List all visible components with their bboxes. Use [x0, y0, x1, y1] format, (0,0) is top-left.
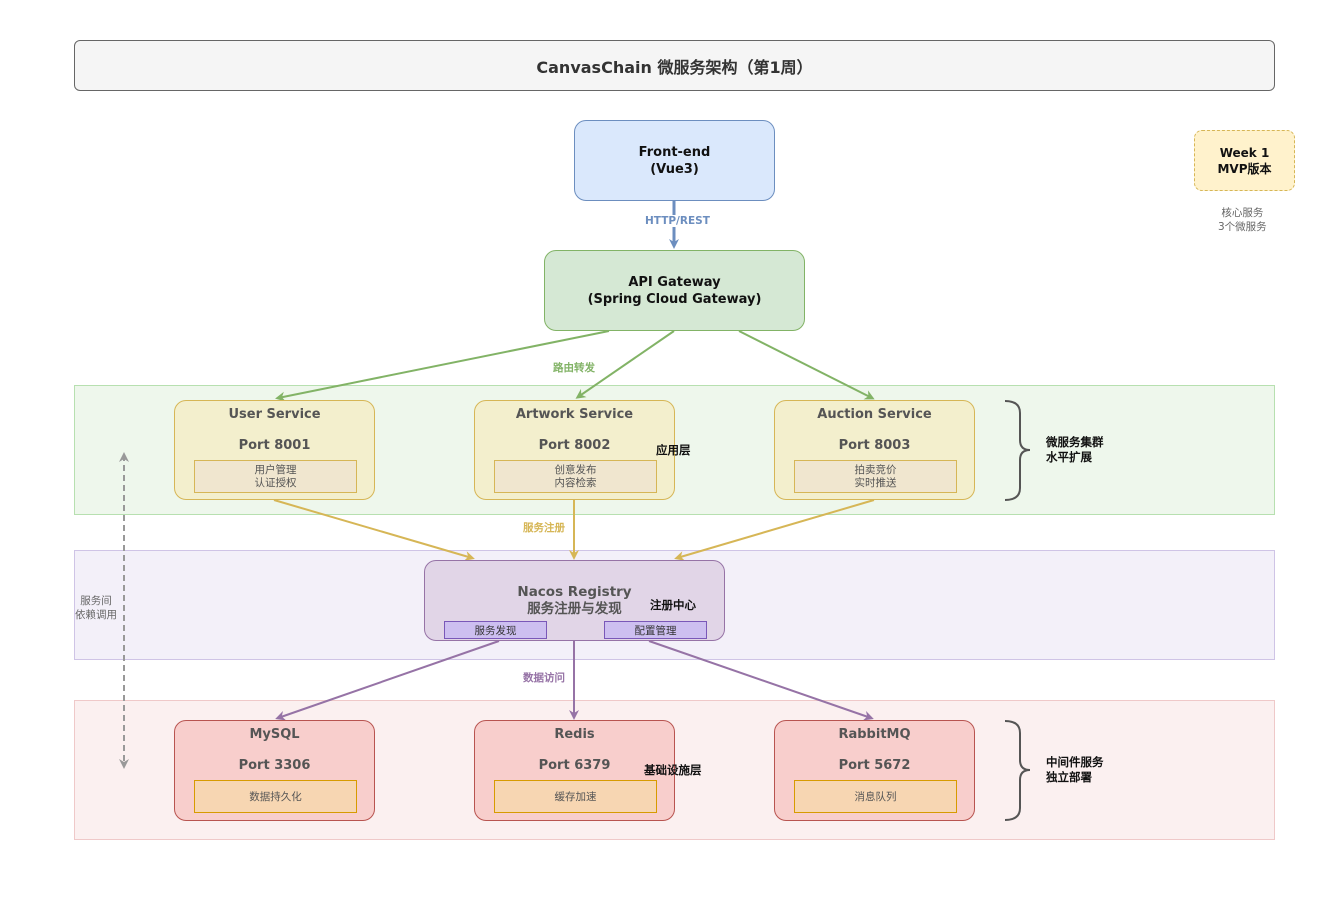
api-gateway-node: API Gateway (Spring Cloud Gateway)	[544, 250, 805, 331]
nacos-title-line2: 服务注册与发现	[527, 601, 622, 617]
dependency-note-line1: 服务间	[80, 595, 112, 607]
infra-desc: 数据持久化	[194, 780, 357, 813]
service-port: Port 8002	[538, 438, 611, 453]
nacos-title-line1: Nacos Registry	[517, 584, 632, 600]
service-desc-line2: 实时推送	[854, 476, 897, 489]
edge-gateway-auction	[738, 330, 875, 400]
diagram-title: CanvasChain 微服务架构（第1周）	[74, 40, 1275, 91]
dependency-note-line2: 依赖调用	[75, 609, 117, 621]
service-desc-line2: 内容检索	[554, 476, 597, 489]
service-desc-line1: 用户管理	[254, 463, 297, 476]
infra-name: Redis	[554, 727, 595, 742]
label-route-forward: 路由转发	[553, 362, 595, 374]
week-note-line2: 3个微服务	[1218, 221, 1267, 233]
service-desc-line2: 认证授权	[254, 476, 297, 489]
edge-nacos-mysql	[275, 640, 500, 721]
infra-layer-label: 基础设施层	[644, 763, 702, 777]
service-port: Port 8001	[238, 438, 311, 453]
edge-auction-nacos	[674, 499, 875, 561]
service-desc-line1: 创意发布	[554, 463, 597, 476]
brace-infra-middleware	[1004, 720, 1031, 821]
service-desc-box: 拍卖竞价 实时推送	[794, 460, 957, 493]
infra-desc: 消息队列	[794, 780, 957, 813]
dependency-note: 服务间 依赖调用	[74, 594, 118, 622]
mysql-node: MySQL Port 3306 数据持久化	[174, 720, 375, 821]
rabbitmq-node: RabbitMQ Port 5672 消息队列	[774, 720, 975, 821]
label-service-register: 服务注册	[523, 522, 565, 534]
service-name: User Service	[228, 407, 321, 422]
gateway-title: API Gateway	[628, 274, 721, 290]
edge-gateway-artwork	[575, 330, 675, 399]
auction-service-node: Auction Service Port 8003 拍卖竞价 实时推送	[774, 400, 975, 500]
label-data-access: 数据访问	[523, 672, 565, 684]
redis-node: Redis Port 6379 缓存加速	[474, 720, 675, 821]
infra-name: RabbitMQ	[838, 727, 911, 742]
week-badge-line2: MVP版本	[1217, 161, 1272, 176]
week-badge: Week 1 MVP版本	[1194, 130, 1295, 191]
infra-port: Port 6379	[538, 758, 611, 773]
app-cluster-label: 微服务集群 水平扩展	[1046, 435, 1104, 465]
edge-nacos-rabbitmq	[648, 640, 874, 721]
gateway-subtitle: (Spring Cloud Gateway)	[587, 291, 762, 307]
label-http-rest: HTTP/REST	[645, 215, 710, 227]
registry-layer-label: 注册中心	[650, 598, 696, 612]
infra-desc: 缓存加速	[494, 780, 657, 813]
edge-gateway-user	[275, 330, 610, 402]
artwork-service-node: Artwork Service Port 8002 创意发布 内容检索	[474, 400, 675, 500]
middleware-line1: 中间件服务	[1046, 755, 1104, 769]
infra-name: MySQL	[249, 727, 300, 742]
app-layer-label: 应用层	[656, 443, 691, 457]
app-cluster-line1: 微服务集群	[1046, 435, 1104, 449]
nacos-config-management: 配置管理	[604, 621, 707, 639]
week-note-line1: 核心服务	[1221, 207, 1264, 219]
nacos-registry-node: Nacos Registry 服务注册与发现 服务发现 配置管理	[424, 560, 725, 641]
app-cluster-line2: 水平扩展	[1046, 450, 1092, 464]
frontend-title: Front-end	[638, 144, 711, 160]
week-badge-line1: Week 1	[1219, 145, 1270, 160]
nacos-service-discovery: 服务发现	[444, 621, 547, 639]
service-name: Auction Service	[817, 407, 932, 422]
brace-app-cluster	[1004, 400, 1031, 501]
nacos-title: Nacos Registry 服务注册与发现	[425, 584, 724, 618]
service-desc-line1: 拍卖竞价	[854, 463, 897, 476]
frontend-subtitle: (Vue3)	[650, 161, 699, 177]
middleware-line2: 独立部署	[1046, 770, 1092, 784]
week-note: 核心服务 3个微服务	[1218, 206, 1267, 234]
frontend-node: Front-end (Vue3)	[574, 120, 775, 201]
service-desc-box: 创意发布 内容检索	[494, 460, 657, 493]
service-desc-box: 用户管理 认证授权	[194, 460, 357, 493]
edge-user-nacos	[273, 499, 475, 561]
infra-port: Port 5672	[838, 758, 911, 773]
middleware-label: 中间件服务 独立部署	[1046, 755, 1104, 785]
user-service-node: User Service Port 8001 用户管理 认证授权	[174, 400, 375, 500]
infra-port: Port 3306	[238, 758, 311, 773]
service-port: Port 8003	[838, 438, 911, 453]
service-name: Artwork Service	[515, 407, 634, 422]
